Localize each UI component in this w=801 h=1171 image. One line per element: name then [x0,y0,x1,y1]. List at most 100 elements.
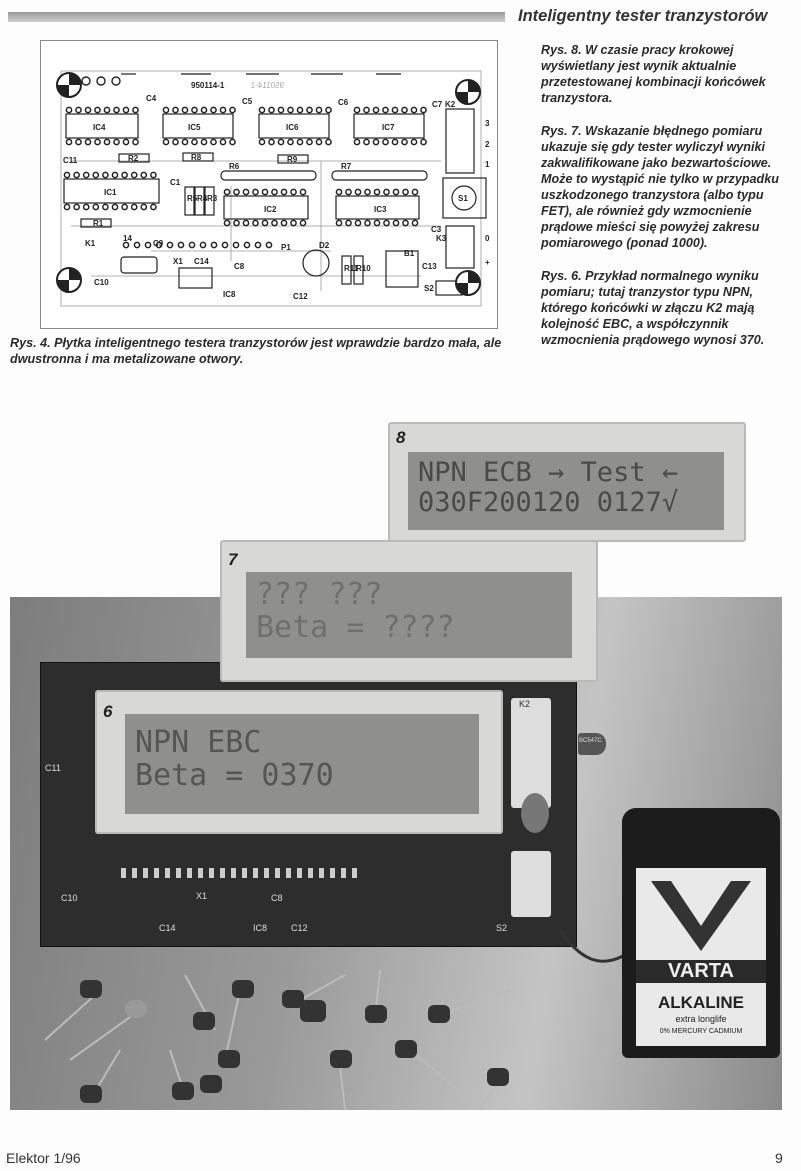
pcb-label-r6: R6 [229,162,240,171]
pcb-pad [191,138,198,146]
battery-label: VARTA ALKALINE extra longlife 0% MERCURY… [636,868,766,1046]
pcb-pad [102,171,109,179]
transistor-marking: BC547C [579,738,602,744]
pcb-pad [200,106,208,114]
transistor [80,1085,102,1103]
pcb-pad [287,106,294,114]
pcb-pad [372,106,380,114]
terminal-k3 [511,851,551,917]
pcb-pad [63,203,71,211]
pcb-pad [82,203,90,211]
article-title: Inteligentny tester tranzystorów [518,7,768,25]
page-number: 9 [775,1150,783,1166]
pcb-pad [219,106,227,114]
pcb-pad [75,138,82,146]
lcd-fig6-number: 6 [103,702,113,721]
pcb-pad [382,138,389,146]
pcb-pad [401,106,408,114]
right-captions: Rys. 8. W czasie pracy krokowej wyświetl… [541,42,791,365]
pcb-pad [296,138,304,146]
pcb-label-b1: B1 [404,249,415,258]
pcb-pad [73,171,80,179]
transistor [487,1068,509,1086]
pcb-pad [113,106,120,114]
pcb-pad [177,241,185,249]
pcb-pad [92,171,100,179]
pcb-pad [140,203,148,211]
pcb-pad [420,138,427,146]
pcb-layout-figure: 950114-1 950114-1 IC4 IC5 IC6 IC7 IC1 IC… [40,40,498,329]
pcb-pad [392,188,400,196]
caption-fig4: Rys. 4. Płytka inteligentnego testera tr… [10,336,502,366]
pcb-pad [223,219,231,227]
terminal-k2 [511,698,551,808]
pcb-pad [401,138,408,146]
pcb-pad [391,106,399,114]
battery-mercury-note: 0% MERCURY CADMIUM [659,1028,743,1035]
lcd-fig8-number: 8 [396,428,406,447]
pcb-pad [383,188,390,196]
pcb-pad [210,241,218,249]
corner-targets [56,72,481,296]
pcb-label-c6: C6 [338,98,349,107]
pcb-pad [242,188,250,196]
pcb-drawing: 950114-1 950114-1 IC4 IC5 IC6 IC7 IC1 IC… [56,70,490,307]
pcb-label-r3: R3 [207,194,218,203]
board-label-k2: K2 [519,699,531,709]
pcb-pad [150,203,157,211]
pcb-pad [122,241,130,249]
transistor [395,1040,417,1058]
pcb-pad [133,241,141,249]
pcb-pad [364,188,371,196]
pcb-pad [181,106,189,114]
pcb-pad [383,219,390,227]
lcd-fig7-number: 7 [228,550,238,569]
pcb-pad [373,188,381,196]
pcb-pad [290,219,297,227]
transistor [193,1012,215,1030]
pcb-pad [373,219,381,227]
pcb-pad [229,106,236,114]
pcb-label-r9: R9 [287,155,298,164]
pcb-pad [335,219,343,227]
footer-publication: Elektor 1/96 [6,1150,81,1166]
pcb-label-ic6: IC6 [286,123,299,132]
pcb-pad [261,219,269,227]
pcb-pad [410,138,418,146]
pcb-pad [268,138,275,146]
pcb-label-c1: C1 [170,178,181,187]
transistor [218,1050,240,1068]
pcb-pad [221,241,229,249]
pcb-pad [353,106,361,114]
pcb-pads [63,106,427,249]
pcb-label-r10: R10 [356,264,371,273]
board-label-c10: C10 [61,893,78,903]
pcb-label-d2: D2 [319,241,330,250]
pcb-label-ic2: IC2 [264,205,277,214]
lcd-fig7-screen: ??? ???Beta = ???? [246,572,572,658]
pcb-pad [287,138,294,146]
pcb-pad [354,188,362,196]
pcb-pad [63,171,71,179]
header-bar [8,12,505,22]
pcb-label-k1: K1 [85,239,96,248]
pcb-pad [162,106,170,114]
pcb-pad [242,219,250,227]
pcb-label-r11: R11 [344,264,359,273]
pcb-label-ic8: IC8 [223,290,236,299]
pcb-pad [243,241,251,249]
pcb-pad [233,188,240,196]
pcb-pad [92,203,100,211]
pcb-pad [325,106,332,114]
pcb-label-ic4: IC4 [93,123,106,132]
transistor [300,1000,326,1022]
pcb-pad [94,106,101,114]
board-label-s2: S2 [496,923,508,933]
pcb-pad [363,106,370,114]
pcb-pad [65,138,73,146]
pcb-label-c13: C13 [422,262,437,271]
pcb-label-p1: P1 [281,243,291,252]
pcb-pad [102,203,109,211]
pcb-pad [172,138,179,146]
pcb-pad [233,219,240,227]
